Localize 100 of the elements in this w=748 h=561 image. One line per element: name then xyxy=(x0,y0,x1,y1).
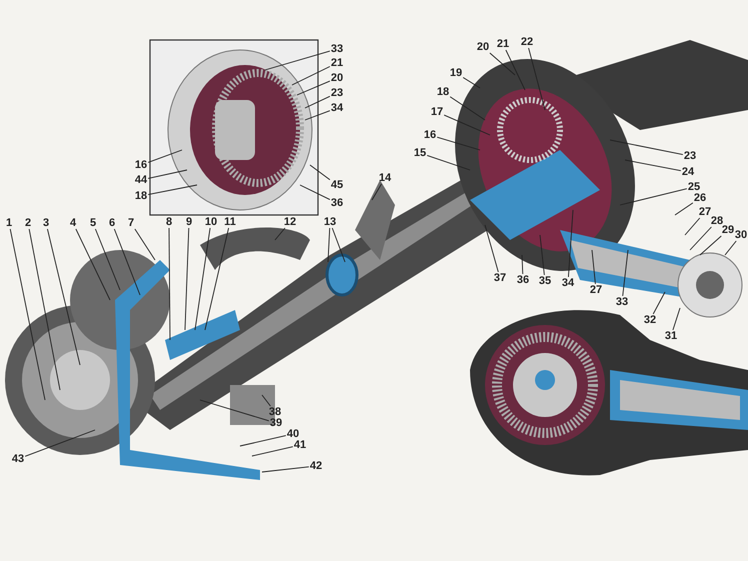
callout-number: 44 xyxy=(134,174,148,186)
callout-number: 21 xyxy=(496,38,510,50)
callout-number: 36 xyxy=(330,197,344,209)
callout-number: 24 xyxy=(680,166,696,178)
leader-line xyxy=(252,446,294,456)
callout-number: 2 xyxy=(24,217,32,229)
callout-number: 15 xyxy=(412,147,428,159)
callout-number: 16 xyxy=(422,129,438,141)
leader-line xyxy=(426,154,470,170)
callout-number: 6 xyxy=(108,217,116,229)
callout-number: 9 xyxy=(184,216,194,228)
leader-line xyxy=(372,184,382,200)
leader-line xyxy=(148,184,198,196)
leader-line xyxy=(436,136,480,150)
callout-number: 19 xyxy=(448,67,464,79)
leader-line xyxy=(652,292,666,314)
leader-line xyxy=(262,466,310,472)
leader-line xyxy=(10,228,46,400)
leader-line xyxy=(540,234,545,276)
leader-line xyxy=(300,184,330,200)
leader-line xyxy=(28,228,60,390)
callout-number: 20 xyxy=(330,72,344,84)
leader-line xyxy=(264,50,330,70)
leader-line xyxy=(148,150,182,163)
leader-line xyxy=(240,435,286,446)
leader-line xyxy=(592,250,596,284)
leader-line xyxy=(484,224,499,272)
callout-number: 16 xyxy=(134,159,148,171)
callout-number: 40 xyxy=(286,428,300,440)
leader-line xyxy=(489,52,516,76)
callout-number: 30 xyxy=(734,229,748,241)
leader-line xyxy=(134,228,156,260)
leader-line xyxy=(568,210,574,278)
callout-number: 5 xyxy=(88,217,98,229)
callout-number: 27 xyxy=(698,206,712,218)
callout-number: 3 xyxy=(42,217,50,229)
callout-number: 42 xyxy=(308,460,324,472)
leader-line xyxy=(672,308,680,330)
callout-number: 25 xyxy=(686,181,702,193)
callout-number: 23 xyxy=(682,150,698,162)
callout-number: 36 xyxy=(516,274,530,286)
callout-number: 27 xyxy=(588,284,604,296)
callout-number: 34 xyxy=(330,102,344,114)
leader-line xyxy=(700,236,722,256)
callout-number: 7 xyxy=(126,217,136,229)
callout-number: 34 xyxy=(560,277,576,289)
callout-number: 37 xyxy=(492,272,508,284)
callout-number: 8 xyxy=(164,216,174,228)
callout-number: 20 xyxy=(476,41,490,53)
leader-line xyxy=(75,228,110,300)
leader-line xyxy=(332,228,346,262)
callout-number: 33 xyxy=(614,296,630,308)
leader-line xyxy=(24,430,96,457)
callout-number: 35 xyxy=(538,275,552,287)
leader-line xyxy=(328,228,330,262)
callout-number: 29 xyxy=(720,224,736,236)
callout-number: 17 xyxy=(430,106,444,118)
leader-line xyxy=(444,114,490,136)
leader-line xyxy=(674,202,694,216)
leader-line xyxy=(168,228,170,340)
leader-line xyxy=(204,228,230,330)
leader-line xyxy=(684,218,700,236)
callout-number: 22 xyxy=(520,36,534,48)
callout-number: 14 xyxy=(378,172,392,184)
leader-line xyxy=(462,77,480,88)
leader-line xyxy=(724,240,737,256)
callout-number: 39 xyxy=(268,417,284,429)
callout-number: 33 xyxy=(330,43,344,55)
leader-line xyxy=(690,226,712,250)
leader-line xyxy=(148,170,188,179)
leader-line xyxy=(200,400,270,422)
callout-number: 18 xyxy=(436,86,450,98)
callout-number: 12 xyxy=(282,216,298,228)
leader-line xyxy=(292,66,330,86)
leader-line xyxy=(610,140,684,156)
callout-number: 11 xyxy=(223,216,237,228)
callout-number: 43 xyxy=(10,453,26,465)
leader-line xyxy=(114,228,140,296)
leader-line xyxy=(296,80,330,96)
callout-number: 13 xyxy=(322,216,338,228)
leader-line xyxy=(624,160,682,172)
callout-number: 38 xyxy=(268,406,282,418)
leader-line xyxy=(94,228,120,290)
leader-line xyxy=(304,96,330,108)
callout-number: 31 xyxy=(664,330,678,342)
callout-number: 45 xyxy=(330,179,344,191)
leader-line xyxy=(622,250,628,296)
callout-number: 18 xyxy=(134,190,148,202)
leader-line xyxy=(522,254,524,274)
leader-line xyxy=(450,96,486,120)
leader-line xyxy=(184,228,190,330)
callout-number: 23 xyxy=(330,87,344,99)
callout-number: 21 xyxy=(330,57,344,69)
leader-line xyxy=(505,50,526,90)
callout-number: 32 xyxy=(642,314,658,326)
leader-line xyxy=(528,48,546,110)
leader-line xyxy=(262,394,271,406)
leader-line xyxy=(274,228,286,240)
leader-line xyxy=(194,228,211,330)
callout-number: 28 xyxy=(710,215,724,227)
